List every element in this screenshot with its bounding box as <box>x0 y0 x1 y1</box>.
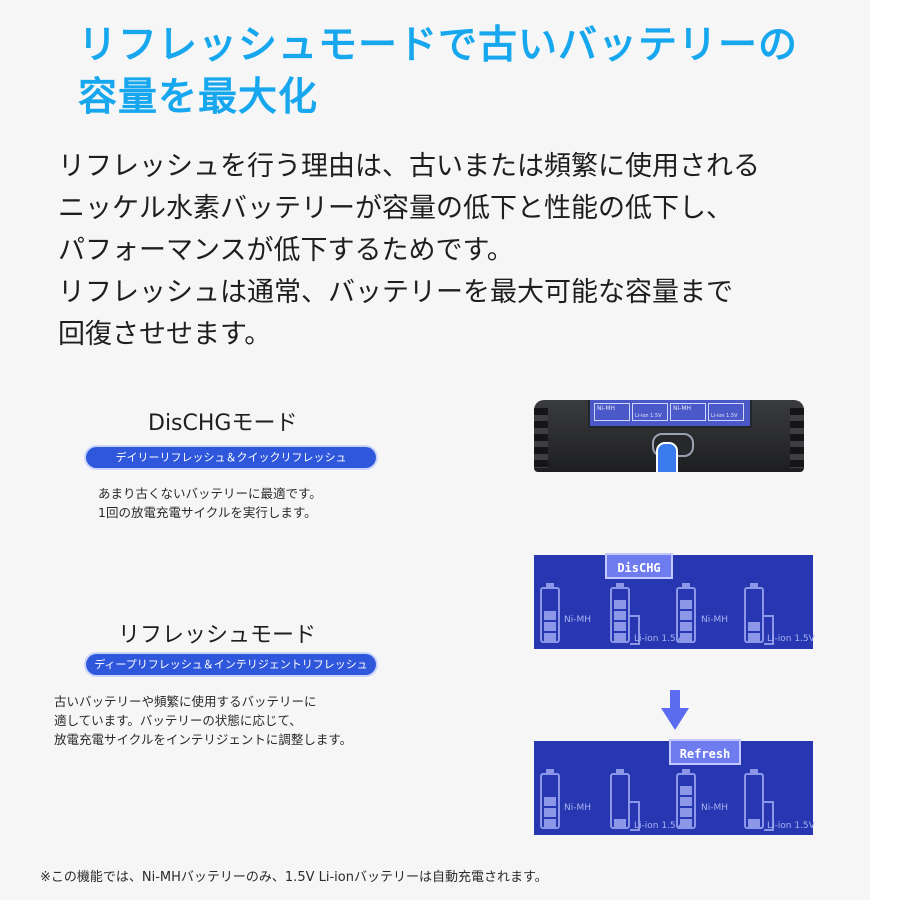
battery-icon <box>610 583 630 643</box>
footnote: ※この機能では、Ni-MHバッテリーのみ、1.5V Li-ionバッテリーは自動… <box>40 870 548 885</box>
dischg-mode-badge: デイリーリフレッシュ＆クイックリフレッシュ <box>86 447 376 468</box>
battery-label: Li-ion 1.5V <box>634 634 682 644</box>
battery-icon <box>610 769 630 829</box>
description-line: あまり古くないバッテリーに最適です。 <box>98 486 322 501</box>
title-line-2: 容量を最大化 <box>78 75 319 120</box>
intro-line: ニッケル水素バッテリーが容量の低下と性能の低下し、 <box>58 193 733 224</box>
hand-pointer-icon <box>656 442 678 472</box>
dischg-battery-panel: DisCHG Ni-MH Li-ion 1.5V Ni-MH Li-ion 1.… <box>534 553 815 649</box>
intro-line: リフレッシュは通常、バッテリーを最大可能な容量まで <box>58 277 733 308</box>
screen-slot-label: Li-ion 1.5V <box>711 413 738 419</box>
battery-label: Ni-MH <box>564 803 592 813</box>
battery-icon <box>540 583 560 643</box>
screen-slot-label: Ni-MH <box>673 405 692 412</box>
battery-icon <box>744 769 764 829</box>
battery-icon <box>676 583 696 643</box>
page: リフレッシュモードで古いバッテリーの 容量を最大化 リフレッシュを行う理由は、古… <box>40 20 815 885</box>
bracket-decoration <box>630 615 640 645</box>
title-line-1: リフレッシュモードで古いバッテリーの <box>78 23 799 68</box>
dischg-mode-description: あまり古くないバッテリーに最適です。 1回の放電充電サイクルを実行します。 <box>98 484 322 522</box>
screen-slot: Ni-MH <box>670 403 706 421</box>
battery-icon <box>744 583 764 643</box>
screen-slot: Li-ion 1.5V <box>632 403 668 421</box>
dischg-mode-name: DisCHGモード <box>148 411 298 436</box>
bracket-decoration <box>764 801 774 831</box>
battery-label: Ni-MH <box>701 615 729 625</box>
screen-slot-label: Li-ion 1.5V <box>635 413 662 419</box>
intro-line: リフレッシュを行う理由は、古いまたは頻繁に使用される <box>58 151 760 182</box>
screen-slot-label: Ni-MH <box>597 405 616 412</box>
page-title: リフレッシュモードで古いバッテリーの 容量を最大化 <box>78 20 798 124</box>
description-line: 古いバッテリーや頻繁に使用するバッテリーに <box>54 694 317 709</box>
battery-label: Li-ion 1.5V <box>767 821 815 831</box>
bracket-decoration <box>630 801 640 831</box>
battery-label: Li-ion 1.5V <box>634 821 682 831</box>
arrow-down-icon <box>661 690 689 730</box>
description-line: 適しています。バッテリーの状態に応じて、 <box>54 713 302 728</box>
refresh-battery-panel: Refresh Ni-MH Li-ion 1.5V Ni-MH Li-ion 1… <box>534 739 815 835</box>
charger-device-image: Ni-MH Li-ion 1.5V Ni-MH Li-ion 1.5V <box>534 400 804 472</box>
battery-label: Ni-MH <box>701 803 729 813</box>
battery-icon <box>540 769 560 829</box>
device-grip-left <box>534 408 548 468</box>
dischg-panel-tag: DisCHG <box>605 553 673 579</box>
bracket-decoration <box>764 615 774 645</box>
refresh-mode-name: リフレッシュモード <box>118 623 317 648</box>
screen-slot: Li-ion 1.5V <box>708 403 744 421</box>
device-grip-right <box>790 408 804 468</box>
refresh-mode-description: 古いバッテリーや頻繁に使用するバッテリーに 適しています。バッテリーの状態に応じ… <box>54 692 352 749</box>
battery-icon <box>676 769 696 829</box>
battery-label: Ni-MH <box>564 615 592 625</box>
refresh-panel-tag: Refresh <box>669 739 741 765</box>
screen-slot: Ni-MH <box>594 403 630 421</box>
description-line: 1回の放電充電サイクルを実行します。 <box>98 505 317 520</box>
description-line: 放電充電サイクルをインテリジェントに調整します。 <box>54 732 353 747</box>
device-lcd-screen: Ni-MH Li-ion 1.5V Ni-MH Li-ion 1.5V <box>588 400 752 428</box>
intro-line: パフォーマンスが低下するためです。 <box>58 235 514 266</box>
battery-label: Li-ion 1.5V <box>767 634 815 644</box>
intro-text: リフレッシュを行う理由は、古いまたは頻繁に使用される ニッケル水素バッテリーが容… <box>58 146 760 356</box>
intro-line: 回復させせます。 <box>58 319 272 350</box>
refresh-mode-badge: ディープリフレッシュ＆インテリジェントリフレッシュ <box>86 654 376 675</box>
